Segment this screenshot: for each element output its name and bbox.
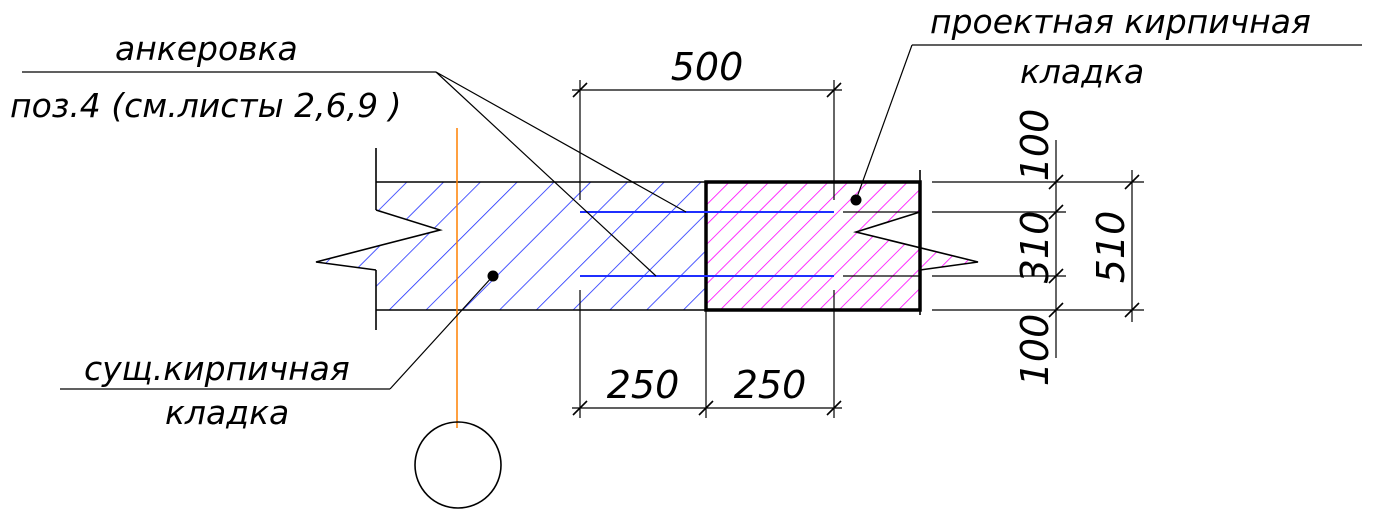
dimension-right-total-label: 510 <box>1089 211 1133 284</box>
dimension-right-bottom-label: 100 <box>1013 314 1057 387</box>
label-design-line2: кладка <box>1020 52 1144 91</box>
leader-anchor: анкеровка поз.4 (см.листы 2,6,9 ) <box>10 29 687 277</box>
dimension-right: 100 310 100 510 <box>932 109 1144 387</box>
label-design-line1: проектная кирпичная <box>930 2 1311 41</box>
break-line-left <box>315 209 443 271</box>
design-masonry-outline <box>704 180 922 312</box>
dimension-right-mid-label: 310 <box>1013 211 1057 284</box>
dimension-bottom-left-label: 250 <box>607 363 680 407</box>
design-masonry <box>704 170 979 315</box>
label-anchor-line1: анкеровка <box>115 29 298 68</box>
leader-design: проектная кирпичная кладка <box>850 2 1362 206</box>
break-line-right <box>853 211 979 271</box>
label-existing-line1: сущ.кирпичная <box>84 349 350 388</box>
dimension-top: 500 <box>572 45 842 200</box>
axis-bubble <box>414 421 502 509</box>
leader-existing: сущ.кирпичная кладка <box>60 270 499 432</box>
dimension-bottom: 250 250 <box>572 290 842 418</box>
existing-masonry <box>315 148 706 330</box>
dimension-top-label: 500 <box>671 45 744 89</box>
dimension-bottom-right-label: 250 <box>734 363 807 407</box>
anchor-rods <box>580 211 920 277</box>
dimension-right-top-label: 100 <box>1013 109 1057 182</box>
label-existing-line2: кладка <box>165 393 289 432</box>
label-anchor-line2: поз.4 (см.листы 2,6,9 ) <box>10 86 401 125</box>
